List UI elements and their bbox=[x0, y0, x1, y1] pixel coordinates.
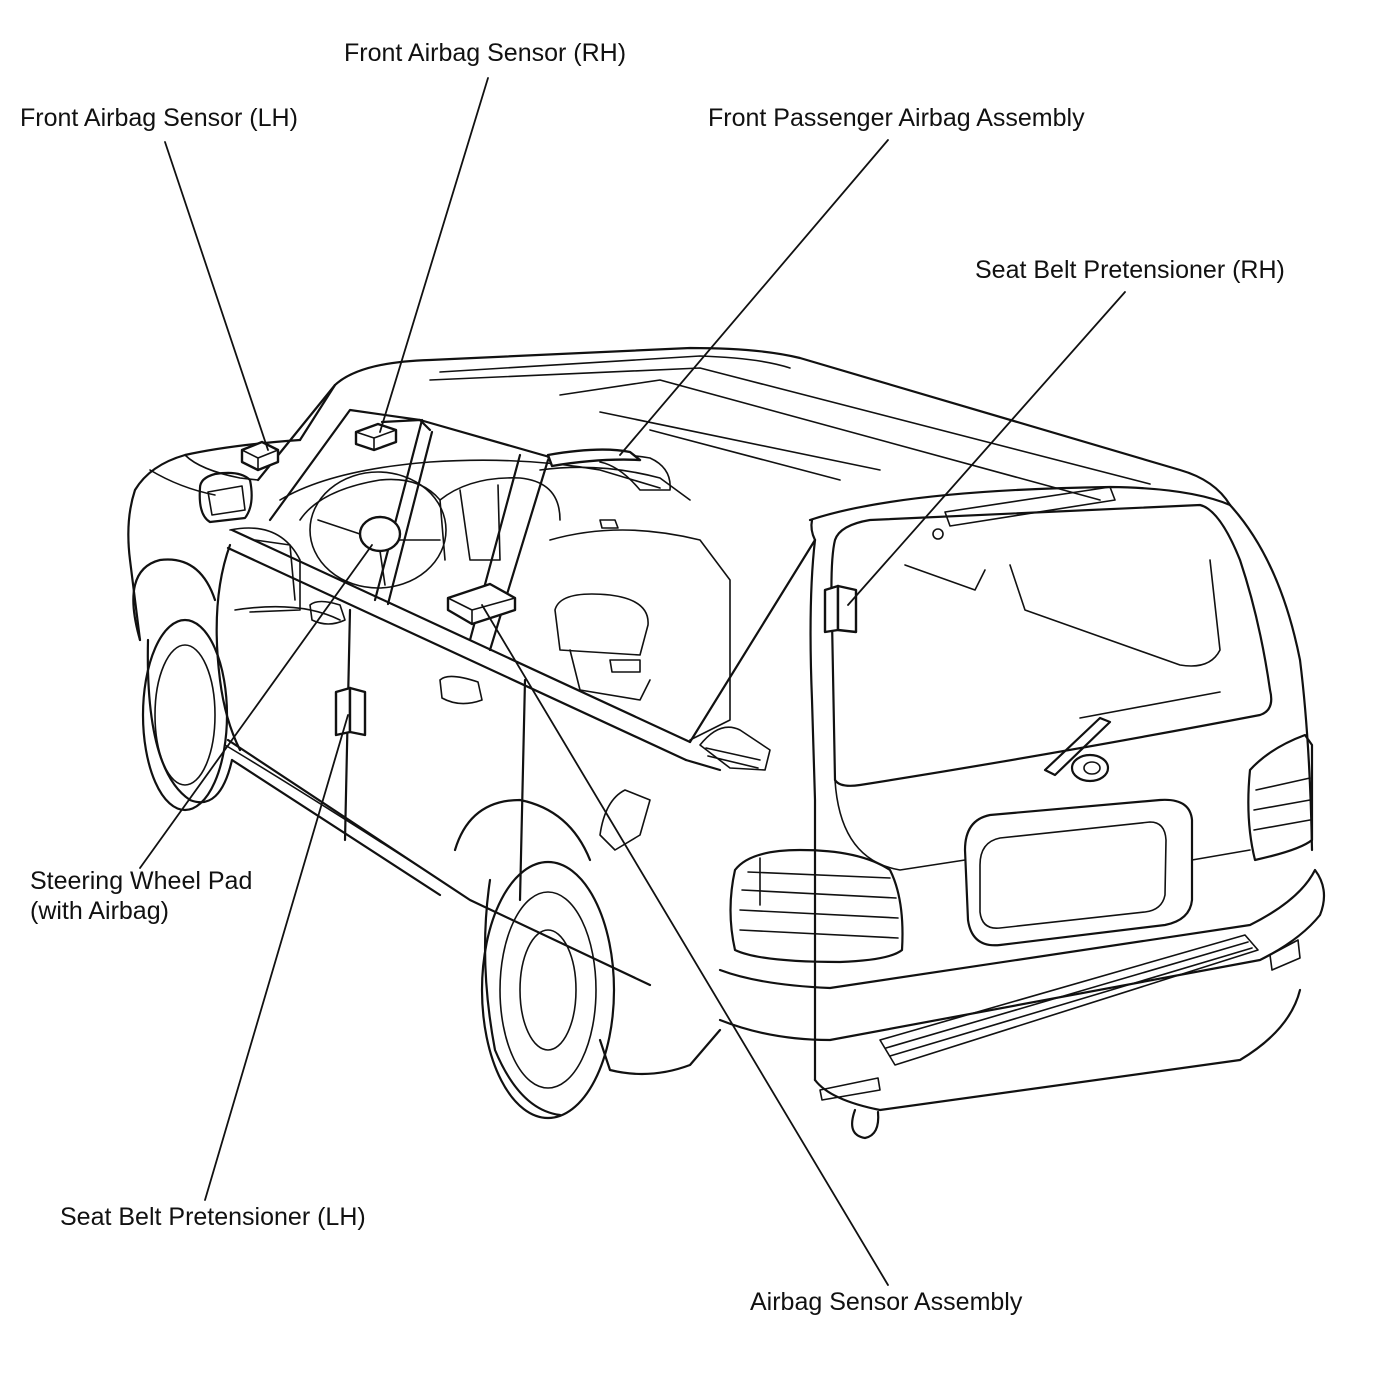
leader-front-passenger-airbag bbox=[619, 139, 889, 456]
leader-steering-wheel-pad bbox=[139, 544, 373, 869]
airbag-sensor-assembly-part bbox=[446, 582, 517, 626]
label-airbag-sensor-assembly: Airbag Sensor Assembly bbox=[750, 1288, 1023, 1316]
leader-front-airbag-sensor-lh bbox=[164, 141, 269, 451]
label-seat-belt-pretensioner-lh: Seat Belt Pretensioner (LH) bbox=[60, 1203, 366, 1231]
seat-belt-pretensioner-rh-part bbox=[823, 584, 858, 634]
leader-front-airbag-sensor-rh bbox=[379, 77, 489, 433]
front-passenger-airbag-part bbox=[546, 448, 642, 468]
label-seat-belt-pretensioner-rh: Seat Belt Pretensioner (RH) bbox=[975, 256, 1285, 284]
leader-seat-belt-pretensioner-rh bbox=[847, 291, 1126, 606]
label-front-passenger-airbag-assembly: Front Passenger Airbag Assembly bbox=[708, 104, 1085, 132]
leader-seat-belt-pretensioner-lh bbox=[204, 714, 349, 1201]
label-steering-wheel-pad-line2: (with Airbag) bbox=[30, 897, 169, 925]
label-front-airbag-sensor-rh: Front Airbag Sensor (RH) bbox=[344, 39, 627, 67]
front-airbag-sensor-rh-part bbox=[354, 422, 398, 452]
steering-wheel-pad-part bbox=[358, 515, 402, 553]
label-front-airbag-sensor-lh: Front Airbag Sensor (LH) bbox=[20, 104, 298, 132]
leader-airbag-sensor-assembly bbox=[481, 604, 889, 1286]
label-steering-wheel-pad-line1: Steering Wheel Pad bbox=[30, 867, 253, 895]
leader-lines bbox=[139, 77, 1126, 1286]
vehicle-body bbox=[127, 346, 1326, 1140]
front-airbag-sensor-lh-part bbox=[240, 440, 280, 472]
label-steering-wheel-pad: Steering Wheel Pad (with Airbag) bbox=[30, 866, 252, 926]
seat-belt-pretensioner-lh-part bbox=[334, 686, 367, 737]
